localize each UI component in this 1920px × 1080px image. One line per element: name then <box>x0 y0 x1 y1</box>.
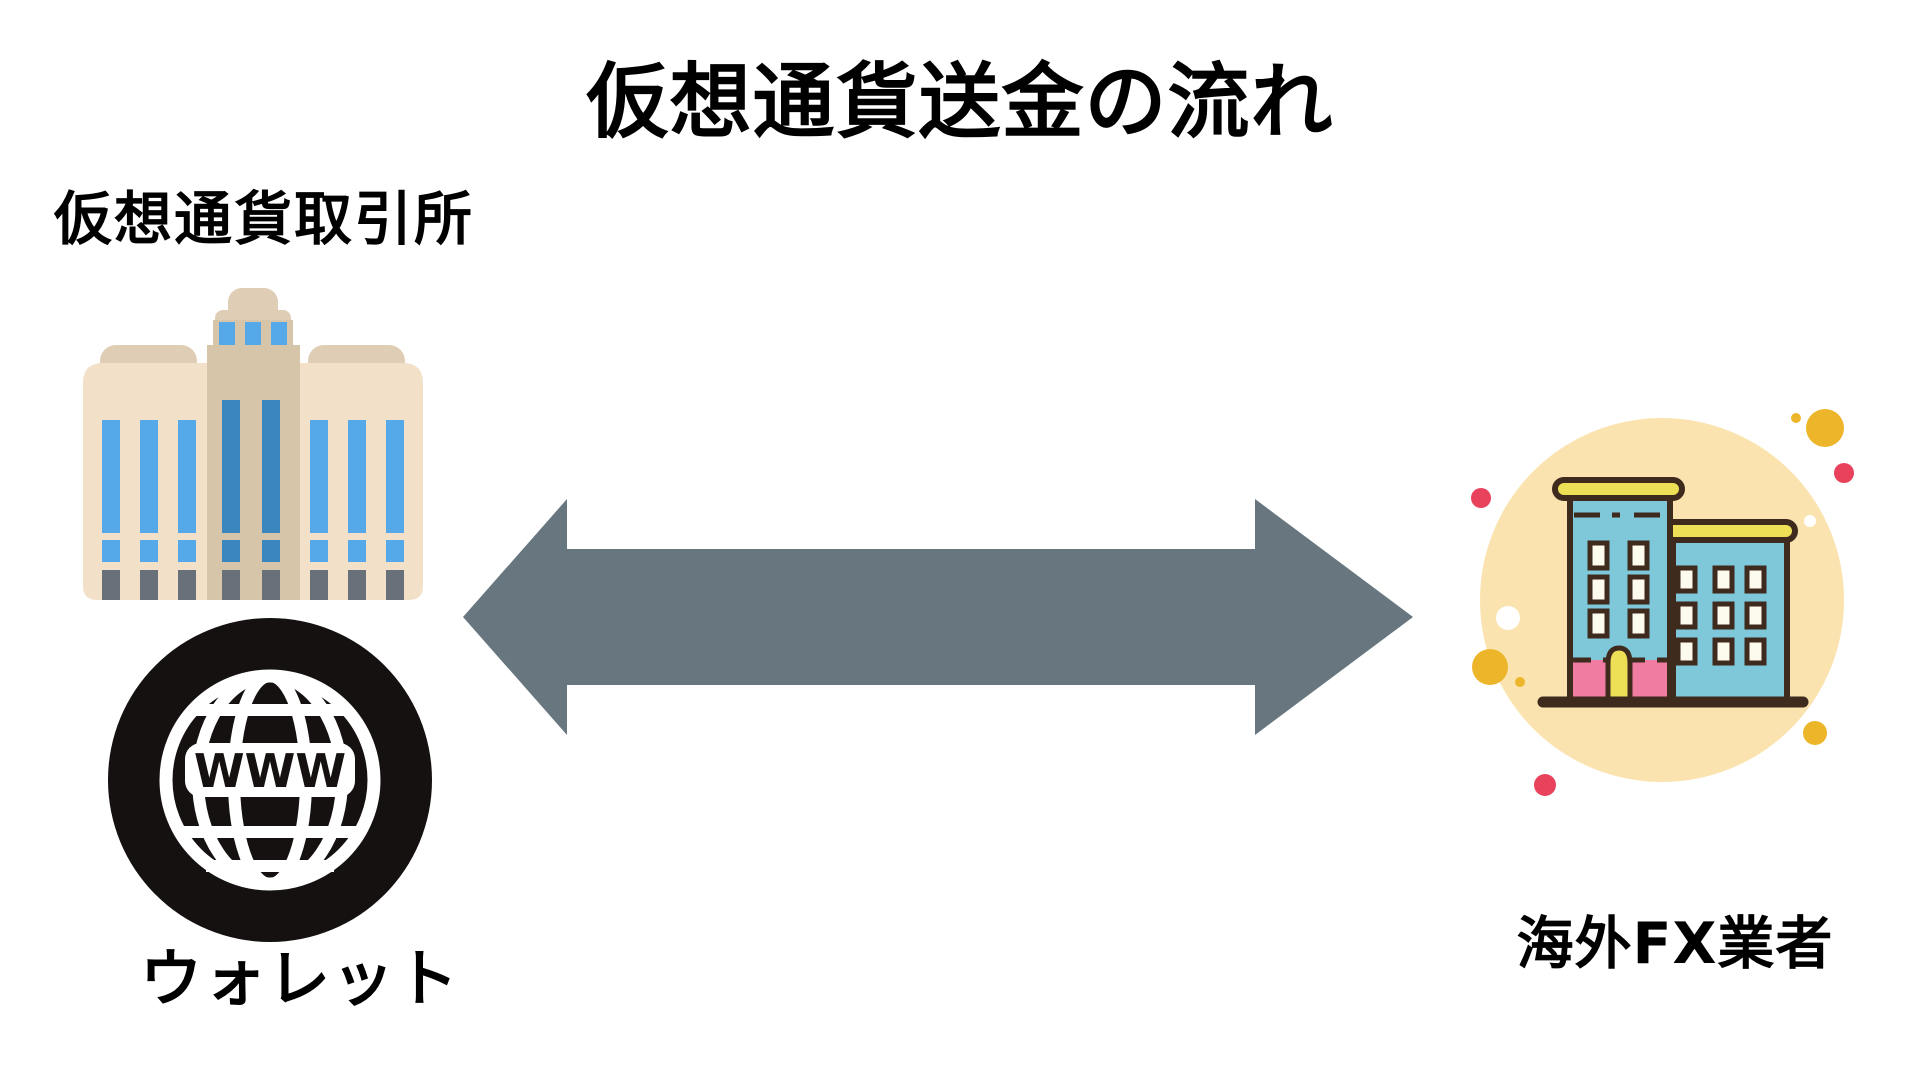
double-headed-arrow-icon <box>463 499 1413 735</box>
www-globe-icon: WWW <box>108 618 432 942</box>
broker-label: 海外FX業者 <box>1516 911 1834 977</box>
office-buildings-icon <box>1471 409 1854 796</box>
globe-www-text: WWW <box>194 744 346 798</box>
page-title: 仮想通貨送金の流れ <box>586 55 1334 150</box>
bank-building-icon <box>83 288 423 600</box>
exchange-label: 仮想通貨取引所 <box>54 185 475 253</box>
confetti-dot <box>1806 409 1844 447</box>
wallet-label: ウォレット <box>139 942 460 1015</box>
